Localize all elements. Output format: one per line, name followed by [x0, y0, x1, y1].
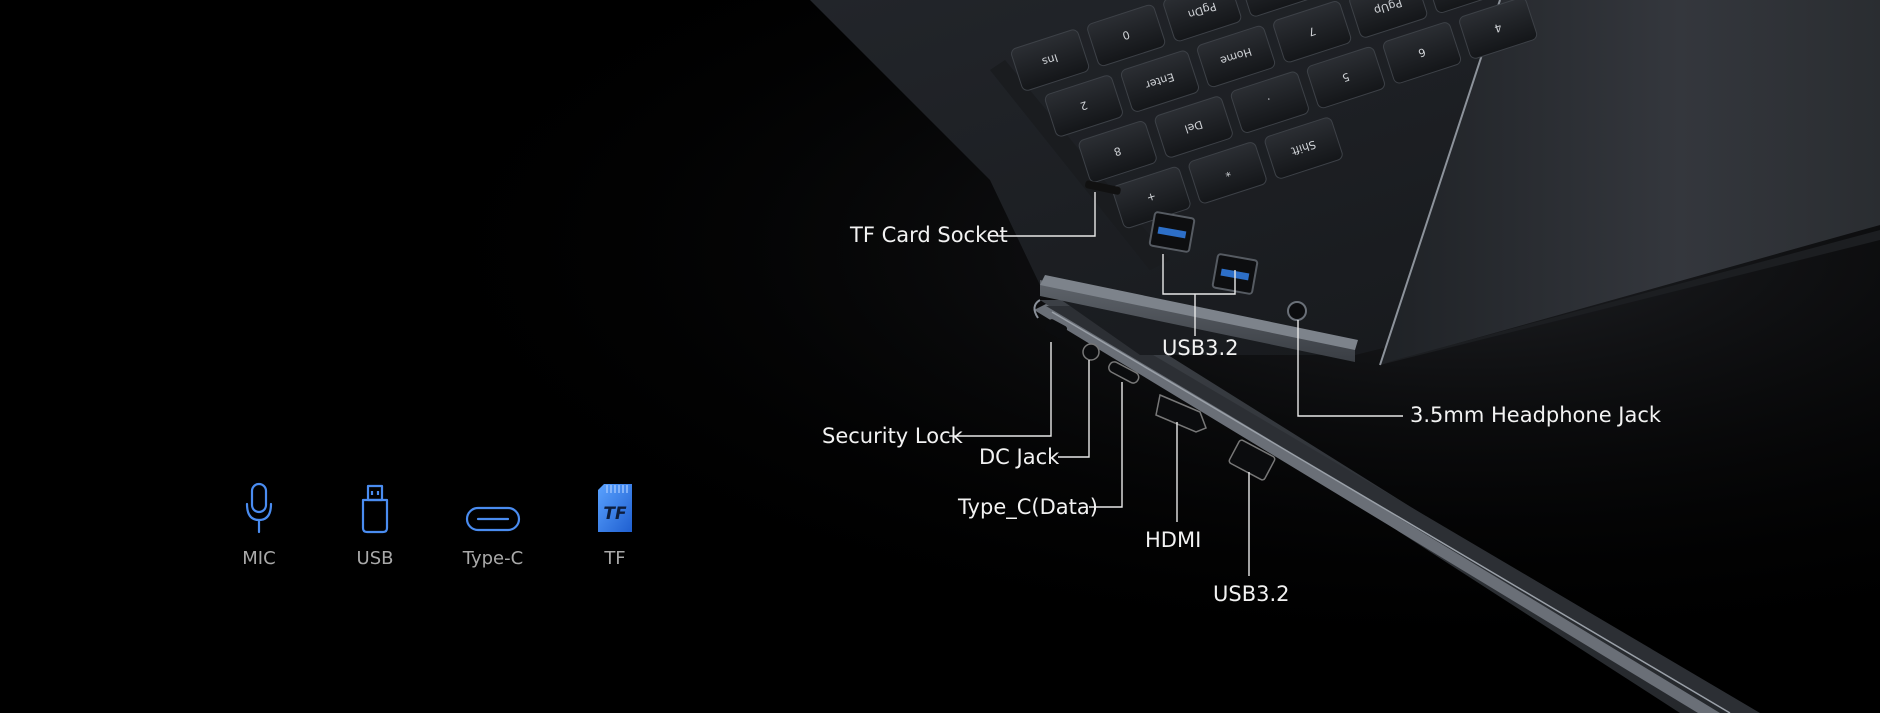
leader-headphone [1297, 320, 1403, 417]
tf-card-badge: TF [603, 504, 627, 524]
keycap: Home [1197, 25, 1276, 88]
keycap-label: Del [1183, 117, 1204, 135]
keycap-label: 4 [1493, 20, 1504, 35]
keycap: 2 [1044, 75, 1123, 137]
feature-usb: USB [320, 478, 430, 569]
feature-type-c: Type-C [438, 478, 548, 569]
keycap: 7 [1273, 1, 1352, 63]
usb-port-lower [1228, 439, 1276, 481]
keycap: Del [1154, 96, 1233, 158]
keycap-label: . [1266, 95, 1273, 108]
keycap-label: + [1145, 189, 1158, 204]
callout-headphone-jack: 3.5mm Headphone Jack [1410, 403, 1662, 427]
feature-label-usb: USB [356, 548, 394, 569]
keycap-label: 6 [1417, 45, 1428, 60]
upper-ports [1085, 180, 1307, 321]
leader-lines [949, 192, 1403, 576]
callout-tf-card-socket: TF Card Socket [850, 223, 1008, 247]
keycap: 0 [1087, 4, 1166, 67]
keycap: PgDn [1163, 0, 1242, 42]
callout-usb-lower: USB3.2 [1213, 582, 1290, 606]
keycap: Enter [1120, 50, 1200, 112]
feature-mic: MIC [204, 478, 314, 569]
feature-label-type-c: Type-C [462, 548, 524, 569]
keyboard: Ins0PgDn3End12EnterHome7PgUp98Del.564+*S… [1011, 0, 1538, 229]
keycap: * [1188, 142, 1267, 204]
leader-dc-jack [1058, 360, 1090, 458]
keycap-label: 2 [1078, 98, 1089, 113]
callout-hdmi: HDMI [1145, 528, 1202, 552]
type-c-port [1108, 361, 1140, 384]
type-c-port-icon [438, 478, 548, 534]
microphone-icon [204, 478, 314, 534]
keycap-label: Ins [1040, 51, 1059, 68]
hdmi-port [1155, 393, 1207, 433]
tf-card-icon: TF [560, 478, 670, 534]
keycap: . [1230, 71, 1309, 133]
leader-security-lock [949, 342, 1052, 437]
keycap: 3 [1239, 0, 1318, 17]
keycap: 5 [1306, 46, 1385, 109]
laptop-lid [1380, 0, 1880, 365]
feature-label-tf: TF [604, 548, 626, 569]
keycap-label: 5 [1340, 70, 1351, 85]
usb-stick-icon [320, 478, 430, 534]
keycap: 8 [1078, 121, 1157, 183]
leader-type-c [1089, 382, 1123, 508]
keycap: Shift [1264, 117, 1343, 179]
callout-usb-upper: USB3.2 [1162, 336, 1239, 360]
dc-jack-port [1082, 343, 1100, 361]
keycap-label: 0 [1121, 28, 1132, 43]
leader-tf-card [997, 192, 1096, 237]
callout-type-c-data: Type_C(Data) [958, 495, 1098, 519]
lower-ports [1044, 319, 1276, 481]
lower-laptop [1033, 299, 1760, 713]
leader-usb-upper [1162, 254, 1236, 295]
tf-card-slot [1085, 180, 1121, 195]
headphone-jack [1287, 301, 1307, 321]
keycap: Ins [1011, 29, 1090, 91]
feature-label-mic: MIC [242, 548, 276, 569]
keycap: 4 [1459, 0, 1538, 59]
keycap-label: 7 [1307, 24, 1318, 39]
keycap: 6 [1383, 22, 1462, 84]
callout-security-lock: Security Lock [822, 424, 963, 448]
keycap: 9 [1425, 0, 1504, 13]
keycap-label: * [1222, 165, 1232, 179]
security-lock-slot [1044, 319, 1068, 339]
keycap-label: 8 [1112, 144, 1123, 159]
callout-dc-jack: DC Jack [979, 445, 1060, 469]
keycap: PgUp [1349, 0, 1428, 38]
feature-tf: TF TF [560, 478, 670, 569]
